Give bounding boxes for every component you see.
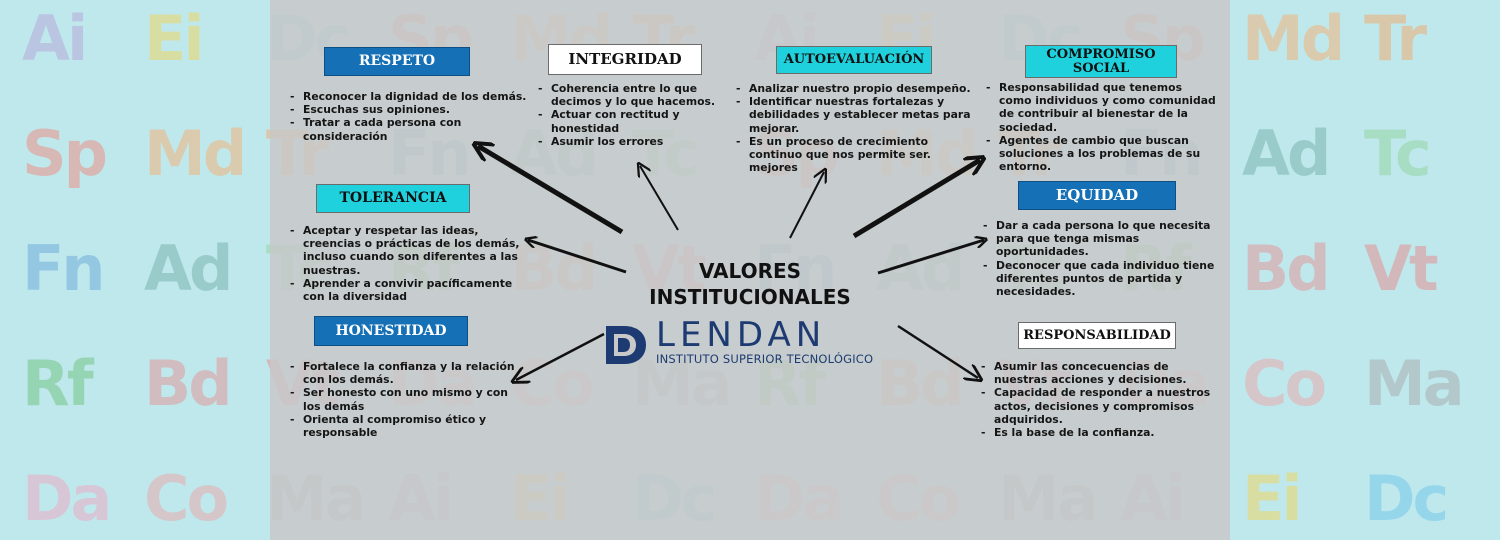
integridad-item: Asumir los errores (538, 135, 718, 148)
lendan-logo: LENDAN INSTITUTO SUPERIOR TECNOLÓGICO (604, 316, 904, 368)
responsabilidad-item: Es la base de la confianza. (981, 426, 1219, 439)
arrow-to-responsabilidad (897, 324, 978, 378)
background-letter-tile: Ei (1242, 462, 1303, 535)
honestidad-item: Orienta al compromiso ético y responsabl… (290, 413, 526, 439)
autoevaluacion-title-box: AUTOEVALUACIÓN (776, 46, 932, 74)
background-letter-tile: Bd (144, 347, 233, 420)
integridad-title-box: INTEGRIDAD (548, 44, 702, 75)
background-letter-tile: Rf (22, 347, 94, 420)
arrow-to-honestidad (516, 332, 605, 380)
tolerancia-title-box: TOLERANCIA (316, 184, 470, 213)
respeto-list: Reconocer la dignidad de los demás. Escu… (290, 90, 530, 143)
lendan-logo-mark (606, 326, 646, 364)
background-letter-tile: Md (1242, 2, 1345, 75)
center-title: VALORES INSTITUCIONALES (612, 258, 888, 310)
honestidad-list: Fortalece la confianza y la relación con… (290, 360, 526, 439)
responsabilidad-list: Asumir las concecuencias de nuestras acc… (981, 360, 1219, 439)
equidad-item: Dar a cada persona lo que necesita para … (983, 219, 1219, 259)
respeto-item: Reconocer la dignidad de los demás. (290, 90, 530, 103)
logo-name: LENDAN (656, 315, 827, 355)
equidad-item: Deconocer que cada individuo tiene difer… (983, 259, 1219, 299)
background-letter-tile: Dc (1364, 462, 1449, 535)
autoevaluacion-title: AUTOEVALUACIÓN (783, 52, 925, 67)
equidad-title: EQUIDAD (1055, 186, 1139, 204)
responsabilidad-item: Capacidad de responder a nuestros actos,… (981, 386, 1219, 426)
equidad-list: Dar a cada persona lo que necesita para … (983, 219, 1219, 298)
background-letter-tile: Vt (1364, 232, 1439, 305)
respeto-item: Tratar a cada persona con consideración (290, 116, 530, 142)
compromiso-social-title-line2: SOCIAL (1072, 61, 1130, 76)
tolerancia-item: Aprender a convivir pacíficamente con la… (290, 277, 528, 303)
compromiso-social-title-line1: COMPROMISO (1046, 47, 1156, 62)
integridad-title: INTEGRIDAD (568, 50, 682, 68)
equidad-title-box: EQUIDAD (1018, 181, 1176, 210)
center-title-line1: VALORES (698, 259, 802, 283)
autoevaluacion-item: Analizar nuestro propio desempeño. (736, 82, 972, 95)
arrow-to-equidad (877, 240, 984, 275)
background-letter-tile: Bd (1242, 232, 1331, 305)
respeto-title-box: RESPETO (324, 47, 470, 76)
background-letter-tile: Co (144, 462, 229, 535)
background-letter-tile: Co (1242, 347, 1327, 420)
background-letter-tile: Ma (1364, 347, 1465, 420)
background-letter-tile: Fn (22, 232, 105, 305)
background-letter-tile: Ei (144, 2, 205, 75)
arrow-to-tolerancia (528, 240, 627, 274)
arrow-to-autoevaluacion (789, 172, 824, 239)
background-letter-tile: Sp (22, 117, 108, 190)
respeto-title: RESPETO (358, 53, 436, 69)
tolerancia-item: Aceptar y respetar las ideas, creencias … (290, 224, 528, 277)
background-letter-tile: Ad (144, 232, 233, 305)
background-letter-tile: Tr (1364, 2, 1427, 75)
autoevaluacion-item: Identificar nuestras fortalezas y debili… (736, 95, 972, 135)
background-letter-tile: Tc (1364, 117, 1432, 190)
integridad-item: Coherencia entre lo que decimos y lo que… (538, 82, 718, 108)
responsabilidad-title-box: RESPONSABILIDAD (1018, 322, 1176, 349)
honestidad-title: HONESTIDAD (335, 323, 447, 339)
background-letter-tile: Ad (1242, 117, 1331, 190)
background-letter-tile: Md (144, 117, 247, 190)
arrow-to-respeto (478, 146, 624, 235)
honestidad-item: Fortalece la confianza y la relación con… (290, 360, 526, 386)
center-title-line2: INSTITUCIONALES (649, 285, 851, 309)
background-letter-tile: Da (22, 462, 112, 535)
compromiso-social-list: Responsabilidad que tenemos como individ… (986, 81, 1216, 173)
compromiso-social-title-box: COMPROMISO SOCIAL (1025, 45, 1177, 78)
honestidad-title-box: HONESTIDAD (314, 316, 468, 346)
integridad-item: Actuar con rectitud y honestidad (538, 108, 718, 134)
autoevaluacion-item: Es un proceso de crecimiento continuo qu… (736, 135, 972, 175)
compromiso-social-item: Agentes de cambio que buscan soluciones … (986, 134, 1216, 174)
responsabilidad-item: Asumir las concecuencias de nuestras acc… (981, 360, 1219, 386)
logo-subtitle: INSTITUTO SUPERIOR TECNOLÓGICO (656, 352, 874, 366)
background-letter-tile: Ai (22, 2, 88, 75)
compromiso-social-item: Responsabilidad que tenemos como individ… (986, 81, 1216, 134)
respeto-item: Escuchas sus opiniones. (290, 103, 530, 116)
integridad-list: Coherencia entre lo que decimos y lo que… (538, 82, 718, 148)
tolerancia-list: Aceptar y respetar las ideas, creencias … (290, 224, 528, 303)
responsabilidad-title: RESPONSABILIDAD (1023, 328, 1171, 343)
honestidad-item: Ser honesto con uno mismo y con los demá… (290, 386, 526, 412)
arrow-to-integridad (640, 166, 679, 231)
tolerancia-title: TOLERANCIA (339, 190, 447, 206)
autoevaluacion-list: Analizar nuestro propio desempeño. Ident… (736, 82, 972, 174)
